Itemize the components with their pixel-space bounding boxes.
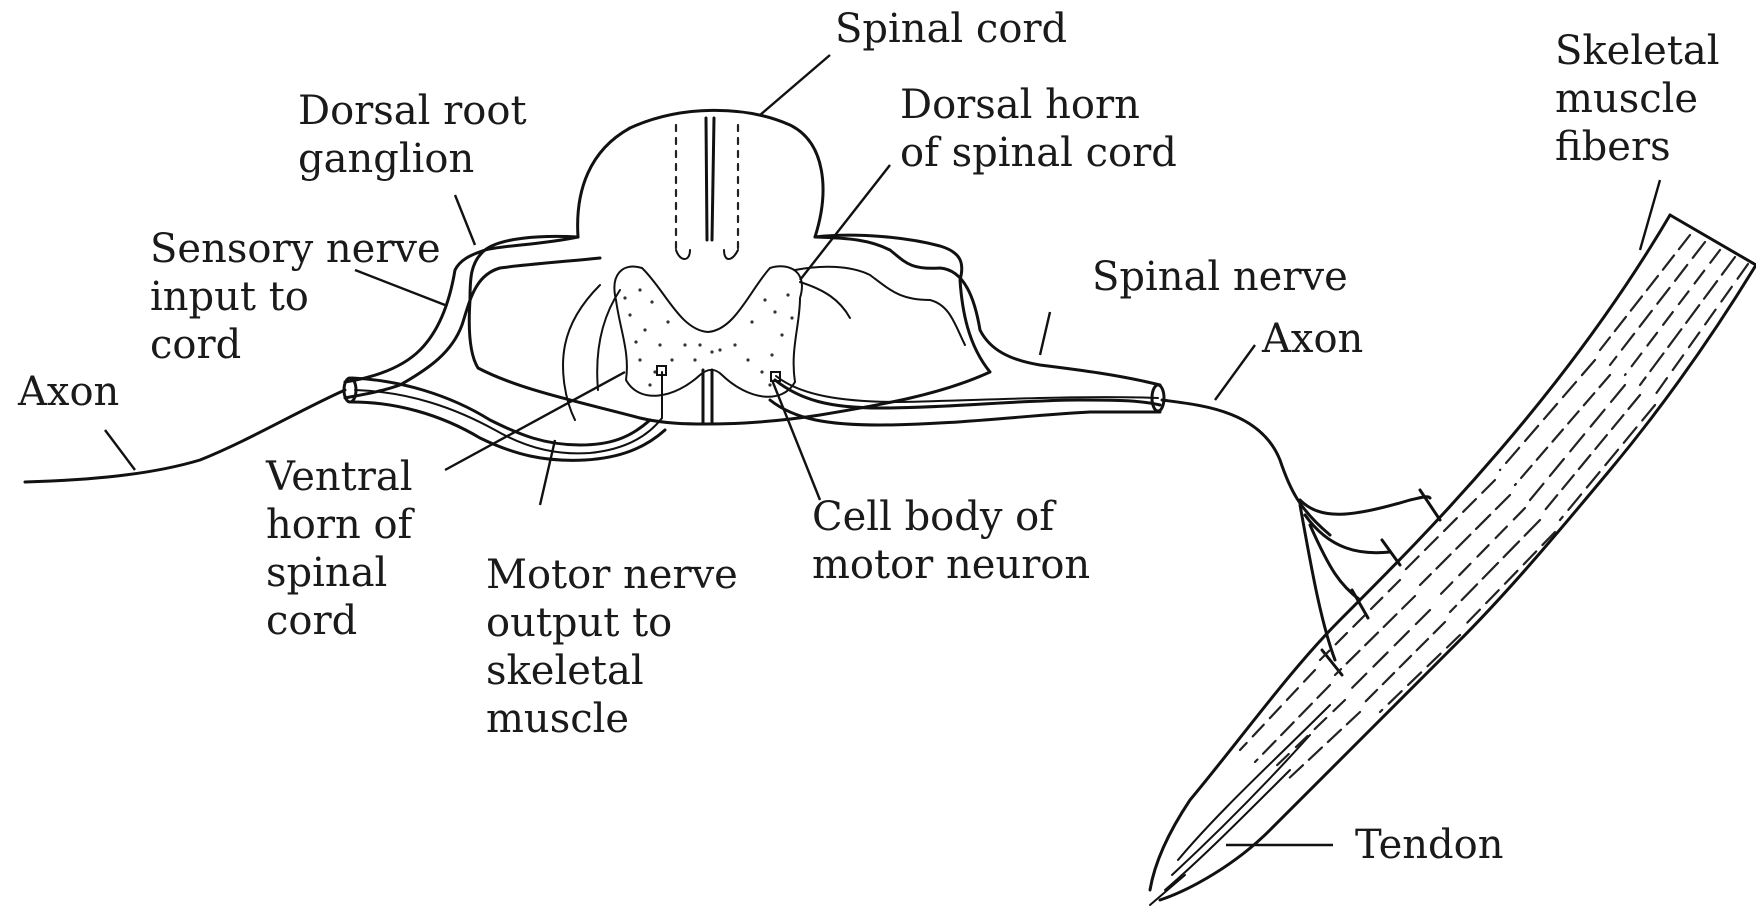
label-sensory-nerve-1: Sensory nerve	[150, 226, 441, 272]
label-dorsal-horn-2: of spinal cord	[900, 130, 1177, 176]
label-ventral-horn-3: spinal	[266, 550, 387, 596]
label-axon-left: Axon	[17, 369, 119, 415]
label-tendon: Tendon	[1355, 822, 1503, 868]
label-motor-nerve-4: muscle	[486, 696, 629, 742]
grey-matter-stipple	[623, 288, 793, 386]
label-dorsal-root-ganglion-1: Dorsal root	[298, 88, 527, 134]
label-dorsal-horn-1: Dorsal horn	[900, 82, 1140, 128]
label-cell-body-1: Cell body of	[812, 494, 1057, 540]
skeletal-muscle	[1150, 215, 1756, 905]
label-spinal-nerve: Spinal nerve	[1092, 254, 1348, 300]
label-ventral-horn-4: cord	[266, 598, 357, 644]
label-skeletal-muscle-3: fibers	[1555, 124, 1671, 170]
label-skeletal-muscle-1: Skeletal	[1555, 28, 1720, 74]
label-skeletal-muscle-2: muscle	[1555, 76, 1698, 122]
label-ventral-horn-1: Ventral	[265, 454, 412, 500]
label-dorsal-root-ganglion-2: ganglion	[298, 136, 474, 182]
label-sensory-nerve-3: cord	[150, 322, 241, 368]
label-axon-right: Axon	[1261, 316, 1363, 362]
labels: Spinal cord Dorsal root ganglion Dorsal …	[17, 6, 1720, 868]
label-spinal-cord: Spinal cord	[835, 6, 1067, 52]
label-ventral-horn-2: horn of	[266, 502, 416, 548]
label-motor-nerve-2: output to	[486, 600, 672, 646]
label-motor-nerve-3: skeletal	[486, 648, 644, 694]
label-sensory-nerve-2: input to	[150, 274, 309, 320]
label-cell-body-2: motor neuron	[812, 542, 1090, 588]
label-motor-nerve-1: Motor nerve	[486, 552, 738, 598]
